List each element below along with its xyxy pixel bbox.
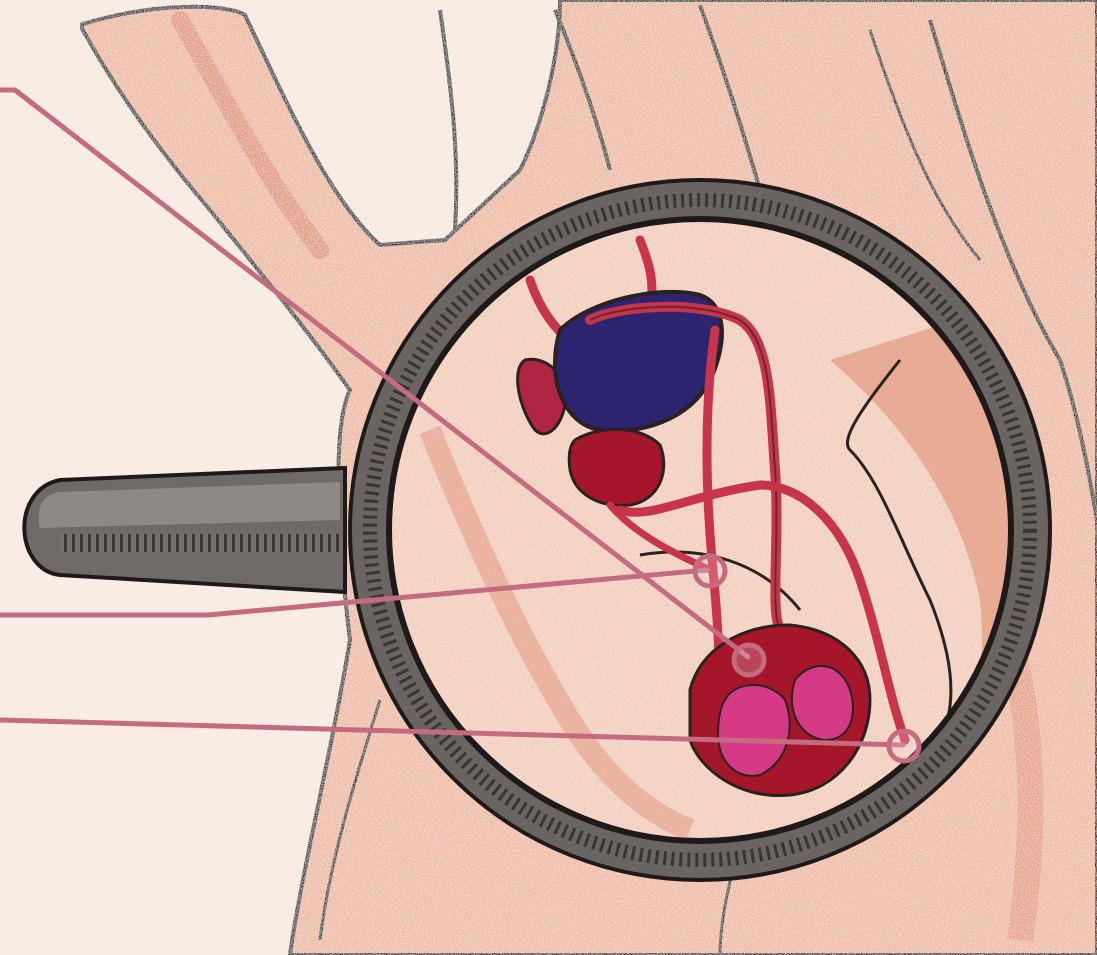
callout-marker-vas-end[interactable]: [889, 731, 919, 761]
handle-grip: [60, 534, 340, 552]
callout-marker-urethra[interactable]: [695, 556, 725, 586]
magnifier-handle: [24, 468, 345, 592]
callout-marker-epididymis[interactable]: [734, 645, 764, 675]
prostate: [569, 429, 664, 505]
